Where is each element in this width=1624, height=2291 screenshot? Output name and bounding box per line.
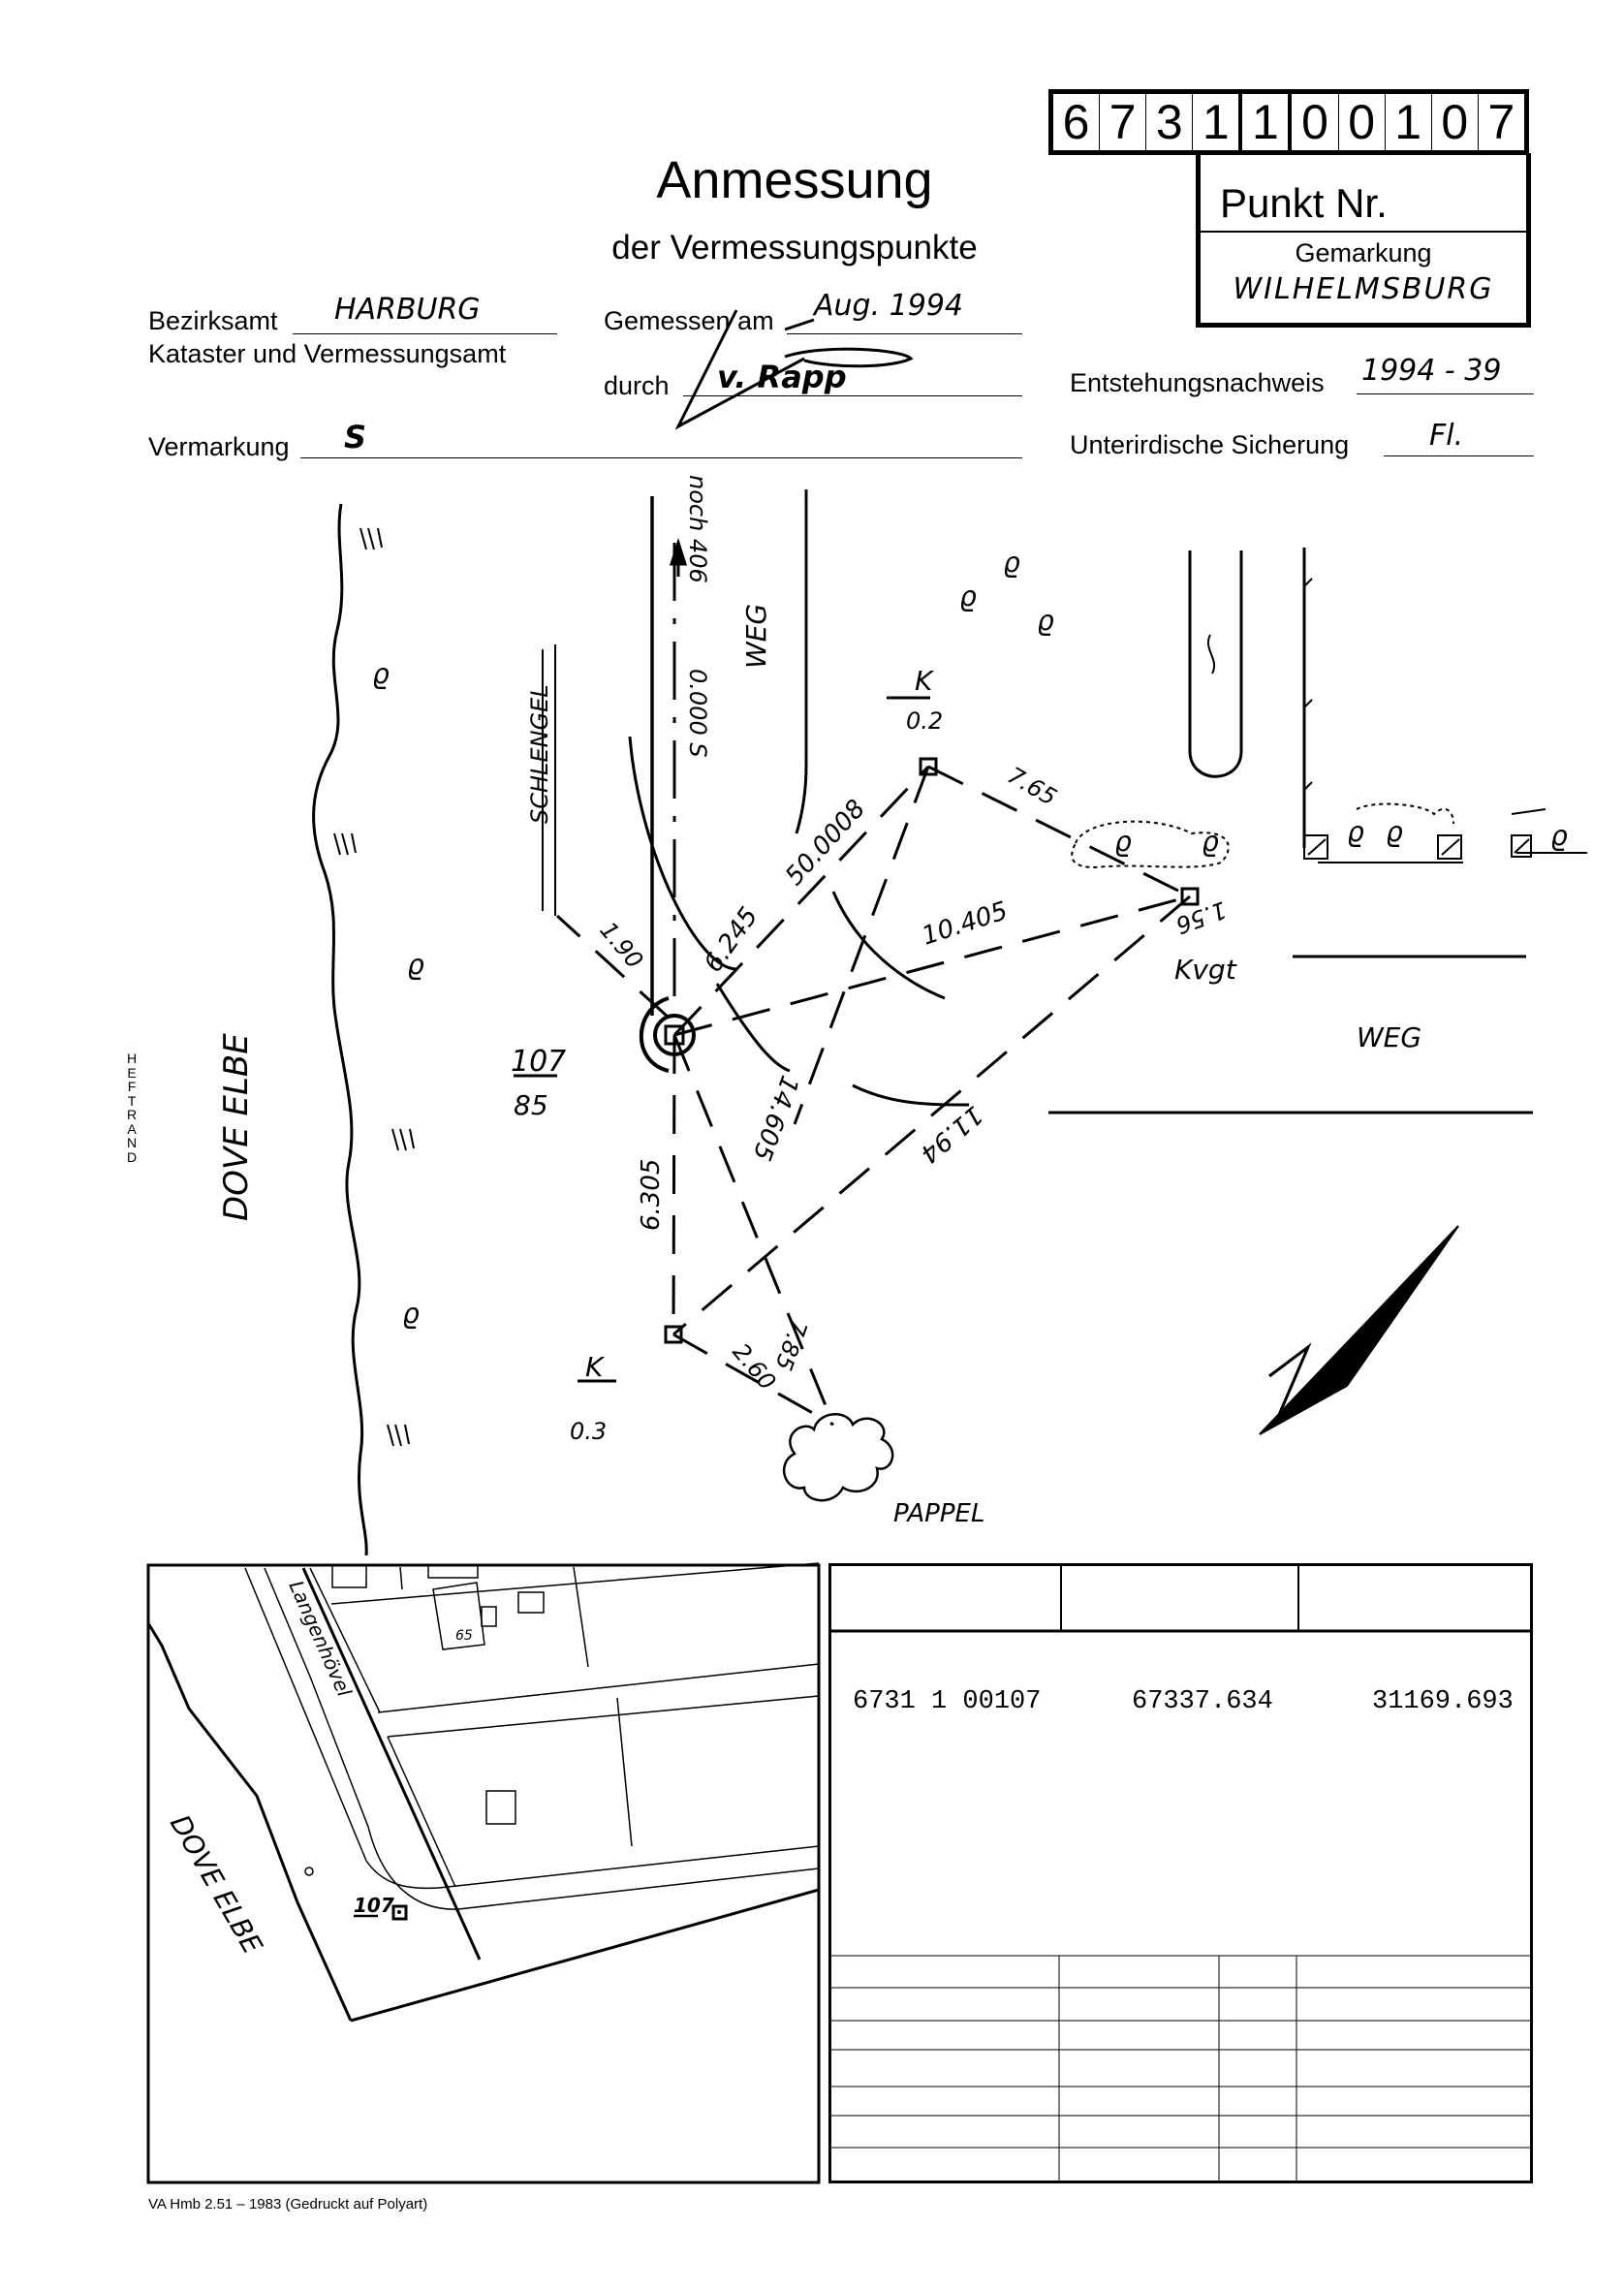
punkt-nr-label: Punkt Nr. <box>1201 153 1526 233</box>
vegetation-symbol: ϱ <box>959 581 977 612</box>
heftrand-label: HEFTRAND <box>126 1051 138 1165</box>
vermarkung-value: S <box>344 419 367 455</box>
noch-label: noch 406 <box>684 475 711 583</box>
table-cell-point: 6731 1 00107 <box>853 1687 1042 1716</box>
digit: 6 <box>1053 94 1101 150</box>
gemessen-value: Aug. 1994 <box>814 289 963 323</box>
street-label: Langenhövel <box>284 1577 356 1700</box>
signature-stroke <box>674 309 914 430</box>
vegetation-symbol: ϱ <box>1114 826 1132 858</box>
measure-label: 6.305 <box>637 1159 666 1231</box>
digit: 7 <box>1487 95 1515 149</box>
point-number-box: 6 7 3 1 1 0 0 1 0 7 <box>1048 89 1529 155</box>
form-footer: VA Hmb 2.51 – 1983 (Gedruckt auf Polyart… <box>148 2196 428 2213</box>
digit: 0 <box>1339 94 1386 150</box>
digit: 3 <box>1146 94 1194 150</box>
weg-label: WEG <box>1357 1021 1421 1053</box>
pappel-label: PAPPEL <box>893 1499 984 1528</box>
map-point-label: 107 <box>354 1894 394 1917</box>
page-title: Anmessung <box>656 151 933 209</box>
zero-label: 0.000 S <box>684 669 711 758</box>
point-107-vermarkung: 85 <box>514 1089 548 1121</box>
schlengel-label: SCHLENGEL <box>526 684 553 824</box>
vermarkung-label: Vermarkung <box>148 432 290 461</box>
punkt-nr-box: Punkt Nr. Gemarkung WILHELMSBURG <box>1196 153 1531 328</box>
measure-label: 10.405 <box>919 896 1012 952</box>
gemarkung-label: Gemarkung <box>1295 238 1432 267</box>
table-cell-x: 67337.634 <box>1132 1687 1273 1716</box>
digit: 0 <box>1292 94 1339 150</box>
page-subtitle: der Vermessungspunkte <box>611 229 978 267</box>
house-number: 65 <box>455 1628 473 1644</box>
weg-label: WEG <box>740 604 772 669</box>
vegetation-symbol: ϱ <box>407 949 424 981</box>
bezirksamt-label: Bezirksamt <box>148 306 278 335</box>
location-map: Langenhövel 65 107 DOVE ELBE <box>146 1562 821 2184</box>
entstehung-value: 1994 - 39 <box>1361 354 1502 388</box>
survey-sketch: ϱ ϱ ϱ ϱ ϱ ϱ ϱ ϱ ϱ ϱ ϱ DOVE ELBE SCHLENGE… <box>217 475 1587 1556</box>
digit: 7 <box>1100 94 1147 150</box>
digit: 0 <box>1432 94 1479 150</box>
digit: 1 <box>1193 94 1243 150</box>
entstehung-label: Entstehungsnachweis <box>1070 368 1325 397</box>
vegetation-symbol: ϱ <box>1347 816 1364 848</box>
durch-label: durch <box>604 371 670 400</box>
vegetation-symbol: ϱ <box>1003 547 1020 579</box>
north-arrow-icon <box>1259 1225 1459 1435</box>
river-bank <box>312 503 368 1556</box>
sicherung-value: Fl. <box>1429 419 1464 453</box>
table-cell-y: 31169.693 <box>1372 1687 1514 1716</box>
kvgt-label: Kvgt <box>1174 954 1237 986</box>
vegetation-symbol: ϱ <box>372 658 390 690</box>
digit: 1 <box>1242 94 1293 150</box>
k-top-label: K <box>915 665 935 697</box>
kataster-label: Kataster und Vermessungsamt <box>148 339 507 368</box>
map-river-label: DOVE ELBE <box>164 1809 269 1960</box>
table-grid <box>828 1563 1533 2183</box>
gemessen-label: Gemessen am <box>604 306 774 335</box>
vegetation-symbol: ϱ <box>1037 605 1054 637</box>
tree-icon <box>783 1413 894 1502</box>
coordinate-table: 6731 1 00107 67337.634 31169.693 <box>828 1563 1533 2183</box>
sicherung-label: Unterirdische Sicherung <box>1070 430 1350 459</box>
bezirksamt-value: HARBURG <box>334 293 481 327</box>
vegetation-symbol: ϱ <box>402 1298 420 1330</box>
river-label: DOVE ELBE <box>217 1033 256 1221</box>
digit: 1 <box>1386 94 1432 150</box>
k-bottom-label: K <box>585 1351 606 1383</box>
k-top-value: 0.2 <box>906 707 943 735</box>
measure-label: 7.65 <box>1003 762 1061 811</box>
vegetation-symbol: ϱ <box>1202 826 1219 858</box>
point-107-label: 107 <box>511 1045 566 1079</box>
vegetation-symbol: ϱ <box>1550 820 1568 852</box>
gemarkung-value: WILHELMSBURG <box>1233 272 1494 306</box>
k-bottom-value: 0.3 <box>570 1418 607 1445</box>
vegetation-symbol: ϱ <box>1386 816 1403 848</box>
measure-label: 11.94 <box>914 1100 987 1169</box>
